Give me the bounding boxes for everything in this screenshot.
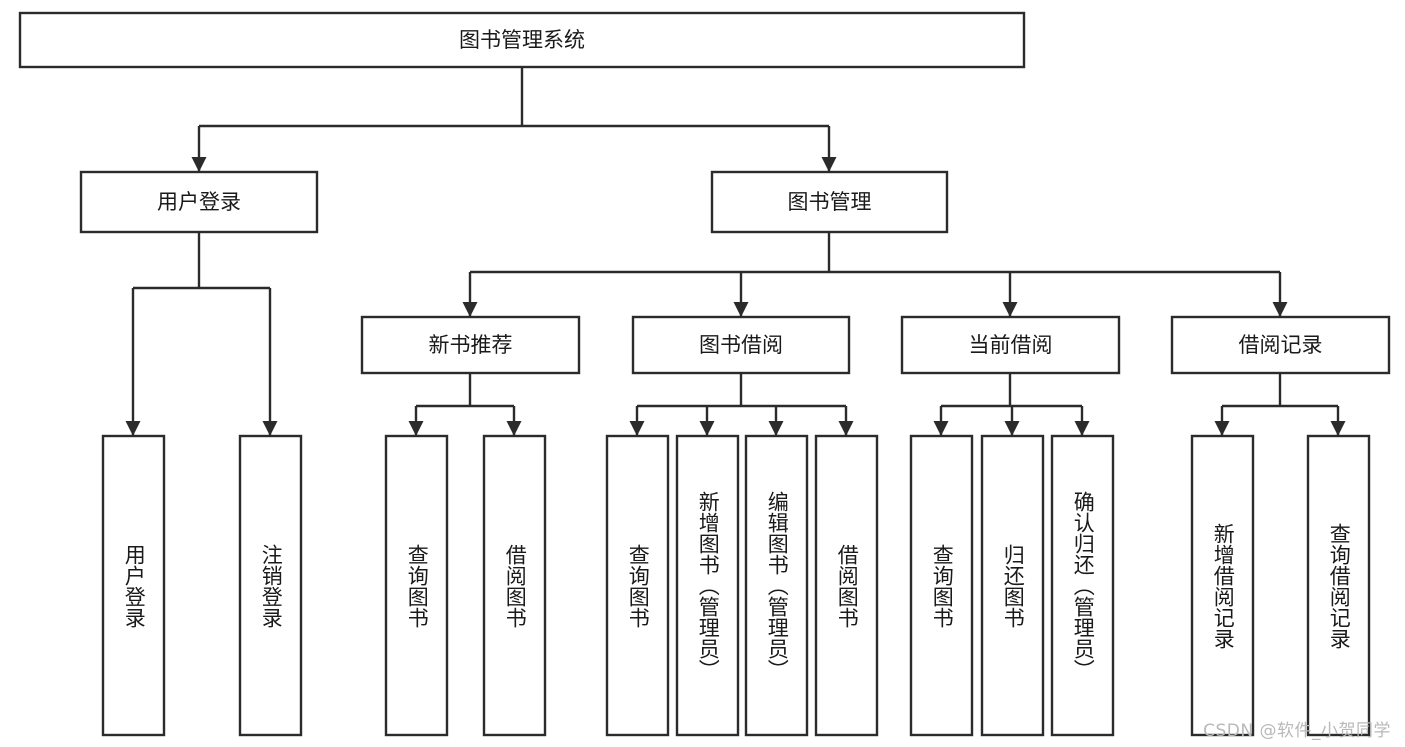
- node-leaf-3[interactable]: [482, 434, 547, 737]
- arrow-head-icon: [733, 302, 749, 317]
- arrow-head-icon: [191, 157, 207, 172]
- node-leaf-1[interactable]: [238, 434, 303, 737]
- arrow-head-icon: [1074, 421, 1090, 436]
- node-leaf-7[interactable]: [814, 434, 879, 737]
- arrow-head-icon: [462, 302, 478, 317]
- csdn-watermark: CSDN @软件_小贺同学: [1203, 721, 1391, 741]
- node-label-level3-2: 当前借阅: [969, 333, 1053, 357]
- node-leaf-5[interactable]: [675, 434, 740, 737]
- arrow-head-icon: [768, 421, 784, 436]
- arrow-head-icon: [506, 421, 522, 436]
- connectors-layer: [125, 67, 1346, 436]
- node-leaf-4[interactable]: [605, 434, 670, 737]
- node-label-level2-0: 用户登录: [157, 190, 241, 214]
- node-label-root: 图书管理系统: [459, 28, 585, 52]
- node-label-level3-3: 借阅记录: [1239, 333, 1323, 357]
- node-leaf-2[interactable]: [384, 434, 449, 737]
- node-level2-1[interactable]: [710, 170, 949, 234]
- node-leaf-9[interactable]: [980, 434, 1045, 737]
- arrow-head-icon: [125, 421, 141, 436]
- arrow-head-icon: [408, 421, 424, 436]
- node-leaf-11[interactable]: [1190, 434, 1255, 737]
- node-leaf-12[interactable]: [1306, 434, 1371, 737]
- node-label-level3-0: 新书推荐: [429, 333, 513, 357]
- arrow-head-icon: [1002, 302, 1018, 317]
- arrow-head-icon: [1272, 302, 1288, 317]
- node-level3-0[interactable]: [360, 315, 581, 375]
- arrow-head-icon: [262, 421, 278, 436]
- arrow-head-icon: [933, 421, 949, 436]
- arrow-head-icon: [838, 421, 854, 436]
- node-leaf-10[interactable]: [1050, 434, 1115, 737]
- node-level3-3[interactable]: [1170, 315, 1391, 375]
- node-label-level3-1: 图书借阅: [699, 333, 783, 357]
- node-level3-2[interactable]: [900, 315, 1121, 375]
- node-root-图书管理系统[interactable]: [18, 11, 1026, 69]
- node-level3-1[interactable]: [631, 315, 851, 375]
- arrow-head-icon: [1214, 421, 1230, 436]
- node-label-level2-1: 图书管理: [788, 190, 872, 214]
- arrow-head-icon: [699, 421, 715, 436]
- arrow-head-icon: [1004, 421, 1020, 436]
- node-level2-0[interactable]: [79, 170, 319, 234]
- arrow-head-icon: [1330, 421, 1346, 436]
- node-leaf-0[interactable]: [101, 434, 166, 737]
- node-boxes-layer: [18, 11, 1391, 737]
- arrow-head-icon: [629, 421, 645, 436]
- node-leaf-6[interactable]: [744, 434, 809, 737]
- node-leaf-8[interactable]: [909, 434, 974, 737]
- arrow-head-icon: [821, 157, 837, 172]
